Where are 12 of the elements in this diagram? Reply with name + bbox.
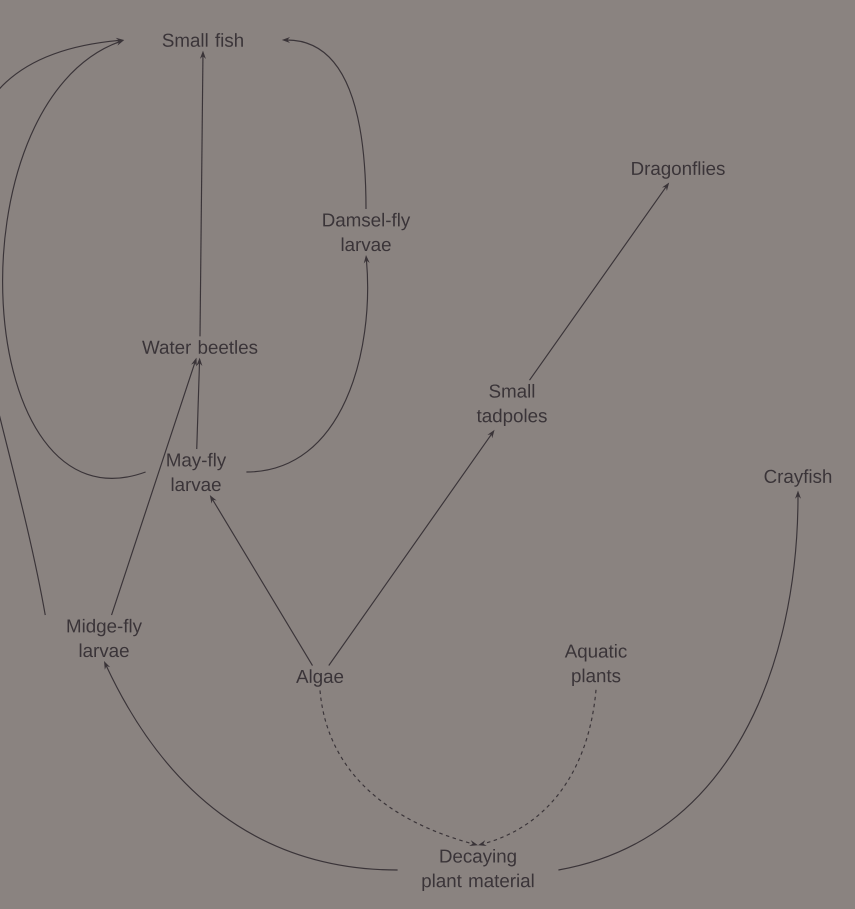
node-label: Dragonflies bbox=[632, 161, 725, 179]
node-label: Midge-fly larvae bbox=[68, 618, 142, 658]
arrow bbox=[2, 40, 146, 478]
node-label: May-fly larvae bbox=[167, 452, 226, 492]
node-label: Damsel-fly larvae bbox=[323, 212, 410, 252]
node-label: Aquatic plants bbox=[564, 644, 627, 686]
node-label: Small tadpoles bbox=[476, 384, 547, 426]
node-label: Algae bbox=[296, 669, 344, 687]
node-label: Water beetles bbox=[142, 340, 258, 354]
node-label: Small fish bbox=[162, 33, 243, 47]
node-label: Crayfish bbox=[764, 469, 832, 487]
node-label: Decaying plant material bbox=[422, 848, 534, 892]
